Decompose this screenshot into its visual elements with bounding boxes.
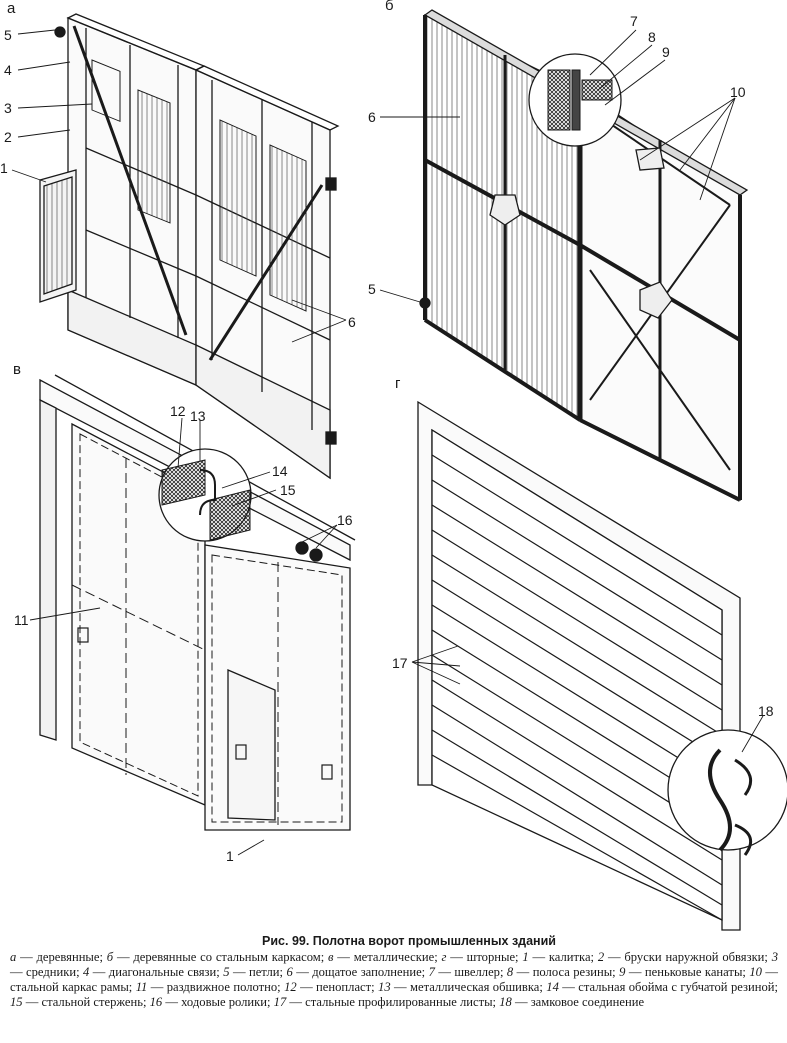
caption-item-key: 13: [378, 980, 391, 994]
caption-item-key: 18: [499, 995, 512, 1009]
caption-item-key: в: [328, 950, 334, 964]
panel-b-drawing: [419, 9, 749, 502]
caption-item-key: 15: [10, 995, 23, 1009]
callout-6-panel-b: 6: [368, 109, 376, 125]
callout-6-panel-a: 6: [348, 314, 356, 330]
caption-item-text: — металлические;: [333, 950, 442, 964]
caption-item-key: 17: [273, 995, 287, 1009]
caption-item-text: — стальной стержень;: [22, 995, 150, 1009]
panel-letter-b: б: [385, 0, 394, 14]
caption-item-key: а: [10, 950, 17, 964]
caption-item-key: 12: [284, 980, 297, 994]
callout-11: 11: [14, 612, 29, 628]
caption-item-key: 4: [83, 965, 90, 979]
caption-item-key: 11: [135, 980, 148, 994]
caption-item-text: — бруски наружной обвязки;: [604, 950, 772, 964]
caption-item-key: 5: [223, 965, 230, 979]
callout-12: 12: [170, 403, 186, 419]
figure-caption: Рис. 99. Полотна ворот промышленных здан…: [10, 934, 778, 1010]
caption-item-text: — деревянные;: [16, 950, 107, 964]
caption-item-text: — петли;: [229, 965, 287, 979]
caption-item-text: — полоса резины;: [513, 965, 620, 979]
caption-item-key: г: [441, 950, 447, 964]
caption-item-text: — раздвижное полотно;: [147, 980, 285, 994]
panel-v-drawing: [39, 374, 356, 831]
callout-14: 14: [272, 463, 288, 479]
panel-g-drawing: [417, 400, 787, 931]
callout-2: 2: [4, 129, 12, 145]
callout-17: 17: [392, 655, 408, 671]
callout-7: 7: [630, 13, 638, 29]
callout-8: 8: [648, 29, 656, 45]
caption-item-text: — калитка;: [528, 950, 598, 964]
caption-item-text: — стальная обойма с губчатой резиной;: [558, 980, 778, 994]
callout-3: 3: [4, 100, 12, 116]
caption-item-text: — деревянные со стальным каркасом;: [113, 950, 329, 964]
caption-item-text: — пеньковые канаты;: [625, 965, 750, 979]
caption-item-text: — диагональные связи;: [89, 965, 224, 979]
caption-item-text: — металлическая обшивка;: [390, 980, 547, 994]
caption-item-key: 8: [506, 965, 514, 979]
caption-item-key: 14: [546, 980, 559, 994]
caption-item-key: 2: [597, 950, 605, 964]
caption-item-text: — пенопласт;: [296, 980, 379, 994]
caption-item-key: 16: [149, 995, 163, 1009]
caption-item-text: — замковое соединение: [511, 995, 645, 1009]
caption-item-text: — ходовые ролики;: [162, 995, 274, 1009]
callout-9: 9: [662, 44, 670, 60]
caption-title: Рис. 99. Полотна ворот промышленных здан…: [262, 934, 556, 948]
callout-13: 13: [190, 408, 206, 424]
callout-4: 4: [4, 62, 12, 78]
callout-15: 15: [280, 482, 296, 498]
callout-5-panel-b: 5: [368, 281, 376, 297]
caption-item-text: — шторные;: [446, 950, 523, 964]
caption-item-key: б: [106, 950, 114, 964]
caption-item-text: — стальной каркас рамы;: [10, 965, 778, 994]
caption-item-key: 10: [749, 965, 762, 979]
caption-item-key: 1: [522, 950, 529, 964]
caption-item-key: 6: [286, 965, 293, 979]
panel-letter-g: г: [395, 375, 401, 392]
panel-letter-a: а: [7, 0, 16, 17]
caption-item-text: — дощатое заполнение;: [292, 965, 429, 979]
callout-10: 10: [730, 84, 746, 100]
panel-a-drawing: [39, 13, 340, 480]
callout-5-panel-a: 5: [4, 27, 12, 43]
figure-artwork: а б в г 5 4 3 2 1 6 6 5 7 8 9 10 11 12 1…: [0, 0, 787, 931]
callout-18: 18: [758, 703, 774, 719]
caption-item-key: 3: [771, 950, 779, 964]
caption-item-text: — швеллер;: [434, 965, 507, 979]
callout-leaders: [11, 29, 764, 856]
caption-item-key: 9: [619, 965, 626, 979]
caption-legend: а — деревянные; б — деревянные со стальн…: [10, 950, 778, 1010]
panel-letter-v: в: [13, 361, 21, 378]
callout-1-panel-v: 1: [226, 848, 234, 864]
callout-1-panel-a: 1: [0, 160, 8, 176]
caption-item-key: 7: [428, 965, 435, 979]
callout-16: 16: [337, 512, 353, 528]
caption-item-text: — средники;: [10, 965, 84, 979]
caption-item-text: — стальные профилированные листы;: [286, 995, 500, 1009]
